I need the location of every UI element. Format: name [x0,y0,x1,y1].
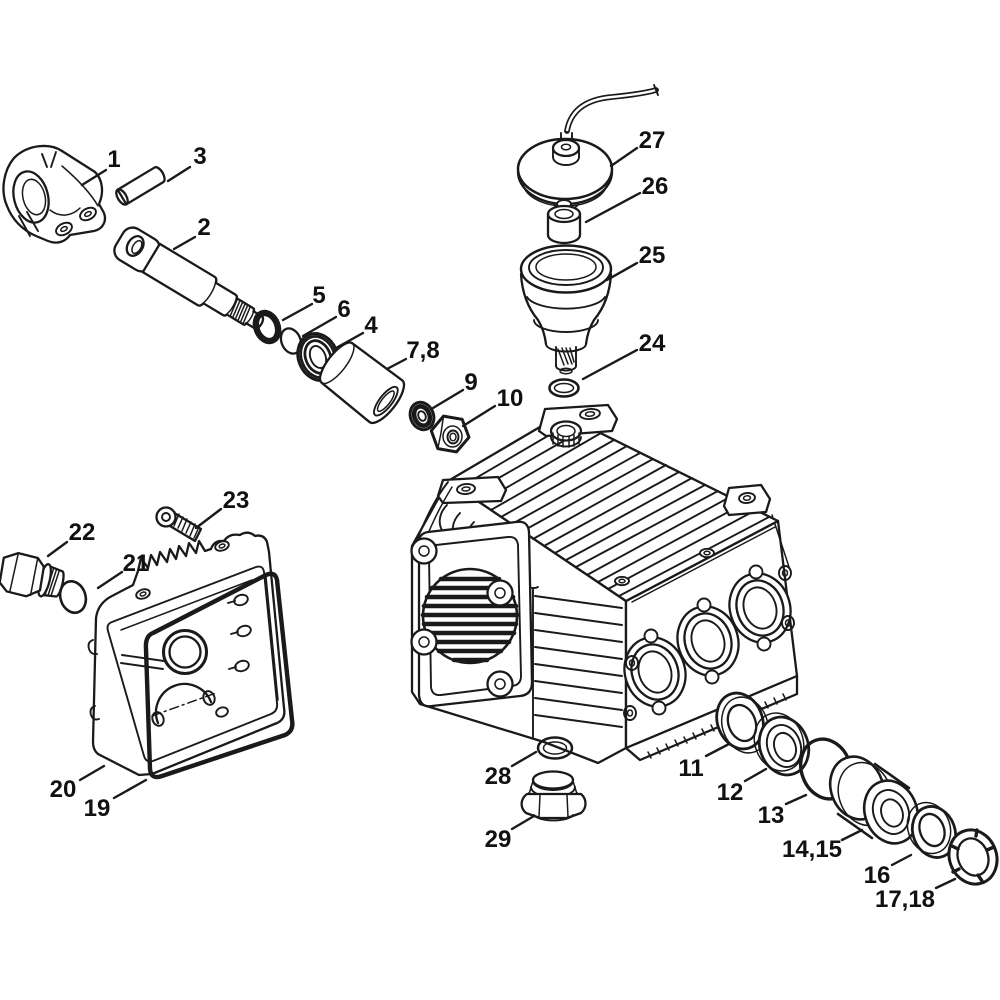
leader-28 [510,750,538,768]
callout-26: 26 [642,173,669,200]
bearing-flange [410,520,534,708]
callout-3: 3 [193,143,206,170]
leader-1 [80,168,108,187]
leader-19 [112,778,148,800]
callout-21: 21 [123,550,150,577]
leader-20 [78,764,106,782]
part-21-o-ring [58,580,88,614]
callout-12: 12 [717,779,744,806]
cylinder-opening-1 [623,628,687,716]
part-28-o-ring [536,736,574,760]
callout-1: 1 [107,146,120,173]
leader-4 [334,331,365,350]
part-25-oil-cup [519,244,613,375]
part-9-washer [408,400,436,432]
leader-27 [609,146,639,168]
callout-2: 2 [197,214,210,241]
pump-housing [410,403,799,765]
callout-10: 10 [497,385,524,412]
side-fins [534,595,623,728]
part-24-o-ring [548,378,580,398]
callout-11: 11 [678,755,703,782]
leader-12 [743,767,768,783]
part-22-hex-plug [0,551,65,598]
part-1-clamp [2,144,107,244]
leader-16 [890,853,913,867]
cylinder-opening-2 [676,597,740,685]
leader-7-8 [385,357,408,371]
part-12-seal [753,712,811,777]
grille-slats [420,576,520,663]
leader-22 [46,540,69,558]
callout-22: 22 [69,519,96,546]
callout-14-15: 14,15 [782,836,842,863]
callouts: 1 2 3 4 5 6 7,8 9 10 11 12 13 14,15 16 1… [46,127,957,913]
mounting-lug-front [436,475,508,505]
leader-13 [784,793,808,806]
callout-4: 4 [364,312,378,339]
callout-7-8: 7,8 [406,337,439,364]
cover-pads [215,593,252,718]
callout-6: 6 [337,296,350,323]
cooling-fins-top [458,419,770,597]
part-16-seal [906,801,958,859]
callout-17-18: 17,18 [875,886,935,913]
leader-25 [605,261,639,282]
part-20-cover [87,531,286,777]
part-14-15-piston-sleeve [828,755,920,845]
cylinder-opening-3 [728,564,792,652]
leader-23 [194,507,223,530]
flange-bolts [410,537,514,698]
leader-5 [281,302,314,322]
part-29-drain-plug [520,770,587,822]
leader-6 [301,315,338,338]
callout-16: 16 [864,862,891,889]
callout-9: 9 [464,369,477,396]
leader-24 [581,348,639,381]
part-11-ring [715,691,770,754]
part-2-piston-rod [113,226,265,330]
part-26-bushing [546,199,582,245]
mounting-lug-right [722,483,772,517]
part-6-ring [279,327,303,355]
leader-11 [704,742,731,758]
leader-29 [510,814,536,831]
part-5-o-ring [252,309,282,345]
leader-21 [96,570,124,590]
callout-29: 29 [485,826,512,853]
filler-boss [549,420,583,448]
part-19-gasket [143,571,295,780]
leader-9 [431,388,465,410]
callout-5: 5 [312,282,325,309]
leader-3 [166,165,192,183]
part-23-screw [155,506,203,543]
leader-2 [172,235,197,251]
callout-24: 24 [639,330,666,357]
callout-27: 27 [639,127,666,154]
cylinder-openings [623,564,795,721]
leader-26 [584,191,642,224]
part-3-pin [115,166,166,206]
callout-23: 23 [223,487,250,514]
part-17-18-lock-ring [947,828,999,886]
callout-19: 19 [84,795,111,822]
part-10-nut [429,414,471,454]
leader-10 [461,404,497,428]
callout-28: 28 [485,763,512,790]
part-7-8-sleeve [318,341,406,425]
leader-17-18 [934,877,957,890]
part-27-oil-cap [516,84,659,210]
leader-14-15 [840,828,864,842]
callout-20: 20 [50,776,77,803]
callout-25: 25 [639,242,666,269]
callout-13: 13 [758,802,785,829]
